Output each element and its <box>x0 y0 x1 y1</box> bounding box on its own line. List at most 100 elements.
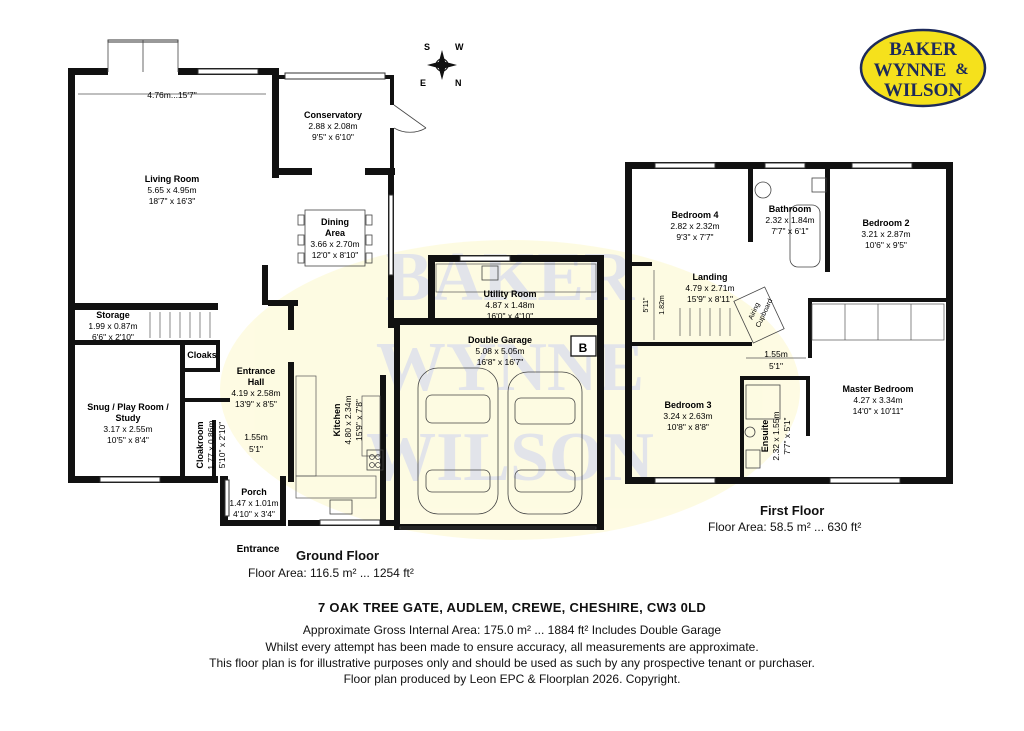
room-ensuite: Ensuite2.32 x 1.55m7'7" x 5'1" <box>760 411 792 460</box>
ensuite-name: Ensuite <box>760 420 770 453</box>
garage-dim: 5.08 x 5.05m <box>475 346 524 356</box>
cloakroom-name: Cloakroom <box>195 421 205 468</box>
first-floor <box>625 162 953 484</box>
svg-text:WYNNE: WYNNE <box>874 60 947 81</box>
landing-width-ft: 5'1" <box>769 361 783 371</box>
living-dim: 18'7" x 16'3" <box>149 196 196 206</box>
conservatory-dim: 2.88 x 2.08m <box>308 121 357 131</box>
garage-badge-box <box>570 335 597 357</box>
living-name: Living Room <box>145 174 200 184</box>
first-floor-area: Floor Area: 58.5 m² ... 630 ft² <box>708 520 862 534</box>
gross-area: Approximate Gross Internal Area: 175.0 m… <box>302 623 722 637</box>
landing-dim: 15'9" x 8'11" <box>687 294 733 304</box>
master-name: Master Bedroom <box>842 384 913 394</box>
landing-side-ft: 5'11" <box>643 297 650 312</box>
svg-text:S: S <box>424 42 430 52</box>
porch-name: Porch <box>241 487 267 497</box>
landing-name: Landing <box>693 272 728 282</box>
master-dim: 14'0" x 10'11" <box>853 406 904 416</box>
ground-floor-title: Ground Floor <box>296 548 380 563</box>
conservatory-name: Conservatory <box>304 110 362 120</box>
bed3-name: Bedroom 3 <box>664 400 711 410</box>
brand-logo: BAKER WYNNE & WILSON <box>859 28 987 108</box>
room-kitchen: Kitchen4.80 x 2.34m15'9" x 7'8" <box>332 395 364 444</box>
bathroom-dim: 2.32 x 1.84m <box>765 215 814 225</box>
stairs-first <box>679 308 731 336</box>
kitchen-dim: 4.80 x 2.34m <box>343 395 353 444</box>
svg-text:BAKER: BAKER <box>889 39 957 60</box>
conservatory-dim: 9'5" x 6'10" <box>312 132 354 142</box>
utility-dim: 16'0" x 4'10" <box>487 311 534 321</box>
disclaimer-1: Whilst every attempt has been made to en… <box>265 640 759 654</box>
landing-side-m: 1.82m <box>659 295 666 315</box>
garage-name: Double Garage <box>468 335 532 345</box>
bed2-dim: 3.21 x 2.87m <box>861 229 910 239</box>
svg-text:W: W <box>455 42 464 52</box>
bathroom-dim: 7'7" x 6'1" <box>771 226 808 236</box>
bed4-name: Bedroom 4 <box>671 210 718 220</box>
svg-text:N: N <box>455 78 462 88</box>
address: 7 OAK TREE GATE, AUDLEM, CREWE, CHESHIRE… <box>317 600 707 615</box>
bed4-dim: 9'3" x 7'7" <box>676 232 713 242</box>
hall-width-m: 1.55m <box>244 432 268 442</box>
kitchen-name: Kitchen <box>332 403 342 436</box>
bed2-name: Bedroom 2 <box>862 218 909 228</box>
copyright: Floor plan produced by Leon EPC & Floorp… <box>343 672 681 686</box>
svg-text:E: E <box>420 78 426 88</box>
svg-text:&: & <box>955 61 968 78</box>
stairs-ground <box>149 312 211 338</box>
bed4-dim: 2.82 x 2.32m <box>670 221 719 231</box>
snug-dim: 3.17 x 2.55m <box>103 424 152 434</box>
snug-name: Snug / Play Room / <box>87 402 169 412</box>
dining-name: Dining <box>321 217 349 227</box>
first-floor-title: First Floor <box>760 503 825 518</box>
compass-icon: S W E N <box>420 42 464 88</box>
master-dim: 4.27 x 3.34m <box>853 395 902 405</box>
car-right <box>507 371 583 515</box>
bed2-dim: 10'6" x 9'5" <box>865 240 907 250</box>
snug-dim: 10'5" x 8'4" <box>107 435 149 445</box>
ensuite-dim: 7'7" x 5'1" <box>782 417 792 454</box>
dining-dim: 12'0" x 8'10" <box>312 250 359 260</box>
car-left <box>417 367 499 515</box>
living-dim: 5.65 x 4.95m <box>147 185 196 195</box>
hall-width-ft: 5'1" <box>249 444 263 454</box>
svg-text:BAKER: BAKER <box>386 239 636 316</box>
ensuite-dim: 2.32 x 1.55m <box>771 411 781 460</box>
dining-dim: 3.66 x 2.70m <box>310 239 359 249</box>
storage-dim: 6'6" x 2'10" <box>92 332 134 342</box>
svg-text:WILSON: WILSON <box>884 80 962 101</box>
hall-name: Entrance <box>237 366 276 376</box>
landing-dim: 4.79 x 2.71m <box>685 283 734 293</box>
utility-name: Utility Room <box>484 289 537 299</box>
garage-dim: 16'8" x 16'7" <box>477 357 524 367</box>
snug-name: Study <box>115 413 140 423</box>
cloakroom-dim: 5'10" x 2'10" <box>217 422 227 469</box>
cloaks-name: Cloaks <box>187 350 217 360</box>
bed3-dim: 10'8" x 8'8" <box>667 422 709 432</box>
hall-dim: 13'9" x 8'5" <box>235 399 277 409</box>
garage-badge: B <box>579 341 588 355</box>
room-cloaks: Cloaks <box>187 350 217 360</box>
entrance-label: Entrance <box>237 544 280 555</box>
hall-dim: 4.19 x 2.58m <box>231 388 280 398</box>
svg-text:WILSON: WILSON <box>366 419 654 496</box>
room-cloakroom: Cloakroom1.77 x 0.86m5'10" x 2'10" <box>195 420 227 469</box>
ground-floor-label: Ground Floor <box>296 548 379 563</box>
porch-dim: 1.47 x 1.01m <box>229 498 278 508</box>
first-floor-label: First Floor <box>760 503 824 518</box>
